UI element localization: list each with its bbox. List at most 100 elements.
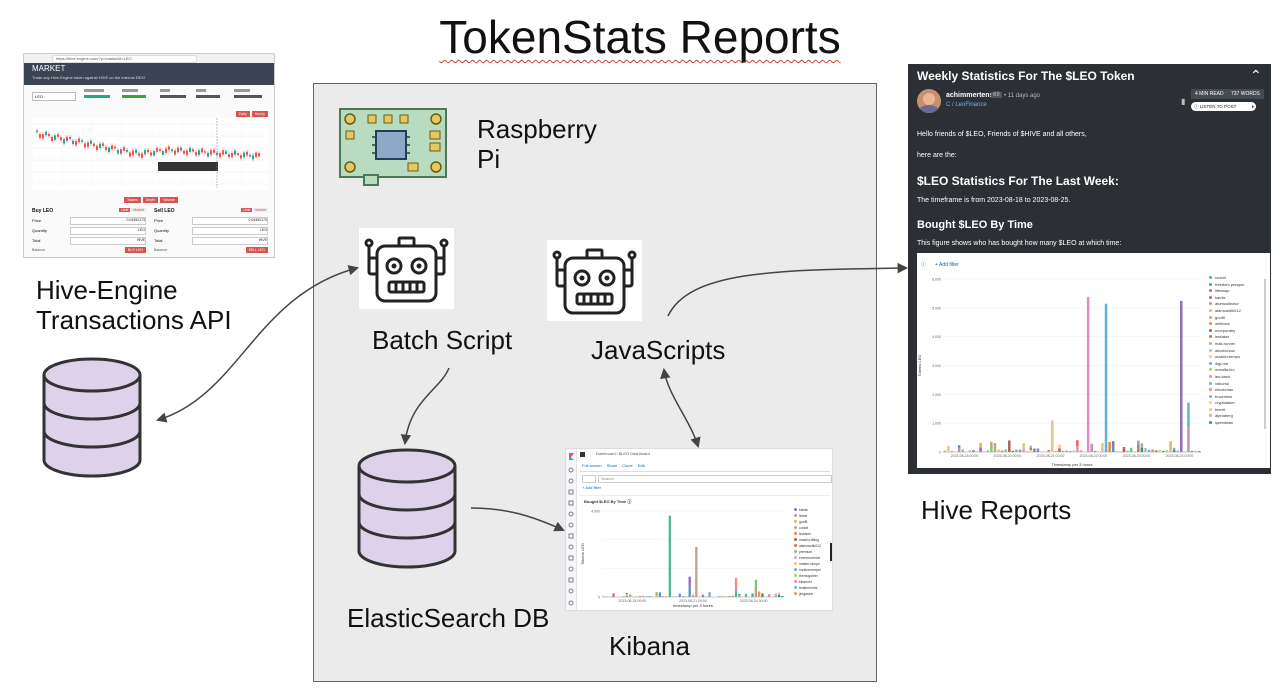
bar-segment [1183,451,1187,452]
kibana-full-screen-link[interactable]: Full screen [582,463,602,468]
legend-item[interactable]: kamik [794,507,830,513]
legend-item[interactable]: alphaberg [1209,413,1269,420]
legend-item[interactable]: mazkin-tempo [1209,354,1269,361]
legend-item[interactable]: meteorcreeper [794,567,830,573]
legend-item[interactable]: trucimess [1209,394,1269,401]
bar-segment [972,451,975,452]
sell-market-tab[interactable]: Market [253,208,268,212]
sell-quantity-input[interactable]: LEO [192,227,268,235]
candle [60,137,62,141]
kibana-edit-link[interactable]: Edit [637,463,645,468]
buy-limit-tab[interactable]: Limit [118,208,131,212]
kibana-share-link[interactable]: Share [606,463,618,468]
legend-item[interactable]: ofeklove [1209,321,1269,328]
sell-limit-tab[interactable]: Limit [240,208,253,212]
sell-total-input[interactable]: HIVE [192,237,268,245]
bar-segment [972,450,975,451]
legend-item[interactable]: jimgasion [794,591,830,597]
kibana-scrollbar[interactable] [830,543,832,561]
hourly-button[interactable]: Hourly [251,111,268,117]
candle [222,150,224,155]
trades-button[interactable]: Trades [124,197,141,203]
legend-scrollbar[interactable] [1264,279,1266,429]
author-name[interactable]: achimmertens [946,92,994,99]
buy-price-input[interactable]: 0.04352173 [70,217,146,225]
legend-item[interactable]: kamik [1209,295,1269,302]
legend-item[interactable]: alicobchow [1209,348,1269,355]
kibana-query-toggle[interactable] [582,475,596,483]
daily-button[interactable]: Daily [236,111,250,117]
buy-quantity-input[interactable]: LEO [70,227,146,235]
legend-item[interactable]: atomcollector [1209,301,1269,308]
bar-segment [761,593,764,597]
legend-item[interactable]: leotaker [794,531,830,537]
bar-segment [648,595,652,597]
legend-item[interactable]: master-lamps [794,561,830,567]
legend-item[interactable]: digi-me [1209,361,1269,368]
bar-segment [1029,445,1033,448]
bar-segment [1140,447,1144,452]
legend-item[interactable]: leo.bank [1209,374,1269,381]
legend-item[interactable]: lifeswap [1209,288,1269,295]
post-timeframe: The timeframe is from 2023-08-18 to 2023… [917,197,1071,204]
legend-item[interactable]: onealfa.leo [1209,367,1269,374]
legend-item[interactable]: freedom.prepper [1209,282,1269,289]
legend-item[interactable]: mazkin-tiblog [794,537,830,543]
legend-item[interactable]: cudoit [794,525,830,531]
candle [180,147,182,151]
sell-price-input[interactable]: 0.04352173 [192,217,268,225]
legend-item[interactable]: elicubman [1209,387,1269,394]
bar-segment [628,594,632,596]
bar-segment [767,594,771,596]
robot-icon [552,248,637,315]
legend-item[interactable]: evenmorehive [794,555,830,561]
buy-total-input[interactable]: HIVE [70,237,146,245]
legend-item[interactable]: goofit [794,519,830,525]
depth-button[interactable]: Depth [142,197,159,203]
legend-item[interactable]: premium [794,549,830,555]
kibana-search-input[interactable]: Search [598,475,832,483]
legend-item[interactable]: teatimemine [794,585,830,591]
bar-segment [751,595,754,597]
bar-segment [655,595,658,597]
legend-label: jimgasion [799,592,814,596]
legend-item[interactable]: cudoit [1209,275,1269,282]
legend-item[interactable]: cryptotaker [1209,400,1269,407]
token-select[interactable]: LEO [32,92,76,101]
legend-label: kamik [1215,294,1226,300]
kibana-clone-link[interactable]: Clone [622,463,633,468]
bar-segment [1004,449,1007,451]
legend-item[interactable]: feerrit [1209,407,1269,414]
author-avatar[interactable] [917,89,941,113]
bar-segment [1137,444,1140,449]
legend-item[interactable]: alamcantik012 [794,543,830,549]
collapse-chevron-icon[interactable]: ⌃ [1250,67,1262,83]
legend-item[interactable]: xdkumo [1209,381,1269,388]
legend-item[interactable]: kibanner [794,579,830,585]
legend-swatch [1209,282,1212,286]
legend-item[interactable]: speedwax [1209,420,1269,427]
legend-item[interactable]: ecorporatry [1209,328,1269,335]
kibana-sidebar [566,449,577,610]
x-tick-label: 2023-08-18 00:00 [619,599,647,603]
legend-item[interactable]: mak.runner [1209,341,1269,348]
legend-swatch [1209,308,1212,312]
legend-item[interactable]: leotaker [1209,334,1269,341]
legend-item[interactable]: alamcantik012 [1209,308,1269,315]
sell-leo-button[interactable]: SELL LEO [245,247,268,253]
buy-leo-button[interactable]: BUY LEO [124,247,146,253]
legend-item[interactable]: goofit [1209,315,1269,322]
bookmark-icon[interactable]: ▮ [1181,97,1186,106]
legend-item[interactable]: linear [794,513,830,519]
listen-to-post-button[interactable]: ⓘ LISTEN TO POST ⏵ [1191,102,1256,111]
legend-label: alphaberg [1215,413,1233,419]
post-title: Weekly Statistics For The $LEO Token [917,69,1135,83]
candle [189,147,191,153]
legend-item[interactable]: themogobler [794,573,830,579]
buy-market-tab[interactable]: Market [131,208,146,212]
candle [36,130,38,133]
post-community[interactable]: C / LeoFinance [946,102,987,108]
kibana-add-filter[interactable]: + Add filter [582,485,602,490]
bar-segment [1022,443,1025,447]
volume-button[interactable]: Volume [160,197,178,203]
